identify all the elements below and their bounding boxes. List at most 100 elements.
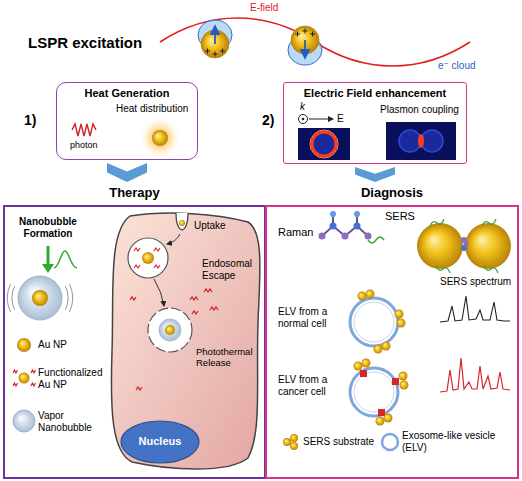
spectrum-normal: [440, 296, 510, 322]
photon-wave: [72, 124, 96, 136]
legend-sample-au-np: [17, 338, 31, 352]
raman-molecule: [330, 223, 337, 230]
nanoparticle-dipole: [288, 26, 322, 65]
legend-sample-vesicle: [382, 434, 398, 450]
legend-sample-sers-substrate: [290, 434, 298, 442]
legend-label: Au NP: [38, 339, 67, 351]
e-field-wave: [160, 18, 470, 66]
vesicle-normal: [397, 319, 406, 328]
legend-sample-functionalized-np: [19, 373, 30, 384]
field-map-single: [298, 128, 350, 160]
elv-label: ELV from a normal cell: [278, 306, 340, 330]
nucleus-shape: [121, 421, 199, 463]
legend-sample-vesicle: [382, 434, 398, 450]
nanoparticle-dipole: [205, 49, 225, 57]
sers-dimer: [430, 219, 498, 273]
vector-label: k: [300, 101, 305, 113]
legend-label: Functionalized Au NP: [38, 367, 104, 391]
legend-sample-functionalized-np: [13, 370, 36, 386]
raman-molecule: [330, 211, 336, 217]
uptake-pit: [176, 213, 188, 230]
field-map-single: [298, 128, 350, 160]
sers-dimer: [417, 219, 511, 273]
raman-molecule: [368, 237, 384, 243]
legend-label: Exosome-like vesicle (ELV): [402, 430, 512, 454]
heated-nanoparticle: [140, 118, 180, 158]
raman-molecule: [365, 233, 372, 240]
endosome-bubble: [165, 325, 175, 335]
wave-vector-symbol: [299, 115, 334, 124]
step-label: Uptake: [194, 220, 226, 232]
spectrum-cancer: [440, 358, 510, 392]
legend-sample-functionalized-np: [13, 370, 36, 386]
field-map-single: [310, 130, 338, 158]
legend-sample-sers-substrate: [283, 434, 298, 450]
nanobubble-figure: [7, 284, 72, 312]
wave-vector-symbol: [302, 118, 305, 121]
cloud-label: e⁻ cloud: [438, 60, 476, 72]
field-map-single: [312, 132, 336, 156]
photon-label: photon: [70, 140, 98, 151]
uptake-pit: [167, 213, 188, 244]
uptake-pit: [179, 220, 185, 226]
legend-sample-sers-substrate: [283, 438, 291, 446]
laser-arrow: [42, 246, 77, 273]
vesicle-cancer: [392, 378, 399, 385]
field-map-coupled: [418, 134, 424, 148]
vesicle-normal: [350, 298, 398, 346]
field-map-coupled: [399, 130, 421, 152]
box-title: Electric Field enhancement: [284, 87, 466, 100]
flow-chevron: [107, 163, 147, 182]
vesicle-normal: [395, 310, 404, 319]
nanoparticle-dipole: [214, 26, 216, 44]
nucleus-ellipse: Nucleus: [120, 420, 200, 464]
endosome-bubble: [159, 319, 181, 341]
vesicle-cancer: [400, 381, 409, 390]
endosome: [154, 279, 164, 306]
callout-number: 2): [262, 112, 274, 129]
heated-nanoparticle: [140, 118, 180, 158]
nanoparticle-dipole: [198, 20, 232, 58]
vesicle-normal: [354, 302, 394, 342]
raman-molecule: [319, 233, 326, 240]
legend-sample-sers-substrate: [290, 442, 298, 450]
vesicle-cancer: [350, 368, 398, 416]
endosome-bubble: [148, 308, 192, 352]
sers-dimer: [417, 223, 463, 269]
nanoparticle-dipole: [304, 40, 306, 58]
endosome: [142, 252, 154, 264]
vesicle-normal: [358, 292, 367, 301]
vesicle-cancer: [354, 372, 394, 412]
vesicle-normal: [382, 342, 391, 351]
vesicle-cancer: [384, 414, 393, 423]
laser-arrow: [42, 264, 54, 273]
heated-nanoparticle: [152, 130, 168, 146]
vesicle-cancer: [399, 372, 408, 381]
endosome: [128, 238, 168, 278]
raman-molecule: [354, 223, 361, 230]
therapy-panel: TherapyUptakeEndosomal EscapePhototherma…: [3, 183, 266, 479]
panel-heading: Therapy: [3, 185, 266, 201]
wave-vector-symbol: [309, 119, 333, 120]
coupling-label: Plasmon coupling: [380, 104, 459, 116]
nanobubble-figure: [18, 276, 62, 320]
box-title: Heat Generation: [57, 87, 197, 100]
sers-dimer: [465, 223, 511, 269]
endosome: [128, 238, 168, 306]
vesicle-cancer: [378, 409, 385, 416]
endosome-bubble: [148, 308, 192, 352]
panel-heading: Diagnosis: [265, 185, 519, 201]
sers-label: SERS: [385, 210, 415, 223]
vesicle-cancer: [360, 370, 367, 377]
legend-label: Vapor Nanobubble: [38, 410, 102, 434]
legend-sample-au-np: [17, 338, 31, 352]
vector-label: E: [337, 113, 344, 125]
e-field-wave: [160, 18, 470, 66]
laser-arrow: [47, 246, 50, 265]
vesicle-normal: [366, 290, 375, 299]
sers-dimer: [464, 242, 469, 247]
released-drug: [130, 289, 218, 390]
